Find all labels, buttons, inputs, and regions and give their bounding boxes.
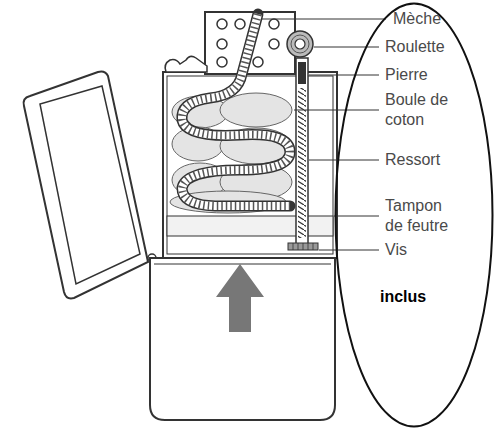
flint bbox=[298, 62, 306, 84]
lid-inner bbox=[40, 86, 140, 284]
flint-wheel bbox=[287, 31, 313, 57]
insert-arrow bbox=[216, 264, 264, 332]
part-label: Pierre bbox=[385, 65, 428, 85]
screw bbox=[288, 243, 318, 250]
leader-line bbox=[319, 250, 379, 251]
leader-line bbox=[314, 47, 379, 48]
chimney-hole bbox=[269, 19, 279, 29]
screw-thread bbox=[293, 243, 313, 250]
part-label: Boule de coton bbox=[385, 90, 455, 130]
chimney-hole bbox=[269, 39, 279, 49]
ellipse-outline bbox=[336, 4, 493, 427]
part-label: Tampon de feutre bbox=[385, 196, 463, 236]
part-label: Mèche bbox=[393, 9, 441, 29]
leader-line bbox=[294, 110, 379, 111]
case-bottom bbox=[150, 258, 335, 420]
chimney-hole bbox=[217, 19, 227, 29]
leader-line bbox=[309, 160, 379, 161]
flint-wheel-ring bbox=[291, 35, 309, 53]
flint-wheel-axle bbox=[295, 39, 305, 49]
part-label: Ressort bbox=[385, 150, 440, 170]
cotton bbox=[220, 93, 292, 127]
chimney-hole bbox=[253, 57, 263, 67]
wick-core bbox=[182, 14, 290, 206]
chimney-hole bbox=[217, 39, 227, 49]
leader-line bbox=[334, 216, 379, 217]
cam-lever bbox=[165, 56, 207, 72]
leader-line bbox=[309, 75, 379, 76]
chimney-hole bbox=[217, 57, 227, 67]
part-label: Vis bbox=[385, 240, 407, 260]
wick bbox=[182, 14, 290, 206]
wick-hatching bbox=[182, 14, 290, 206]
chimney-hole bbox=[235, 19, 245, 29]
flint-tube bbox=[296, 58, 308, 244]
included-ellipse: inclus bbox=[334, 2, 494, 428]
part-label: Roulette bbox=[385, 37, 445, 57]
note-text: inclus bbox=[380, 287, 426, 307]
lid-outline bbox=[24, 72, 148, 299]
ellipse-outline-svg bbox=[334, 2, 494, 428]
leader-line bbox=[262, 19, 386, 20]
case-rim bbox=[154, 264, 331, 265]
